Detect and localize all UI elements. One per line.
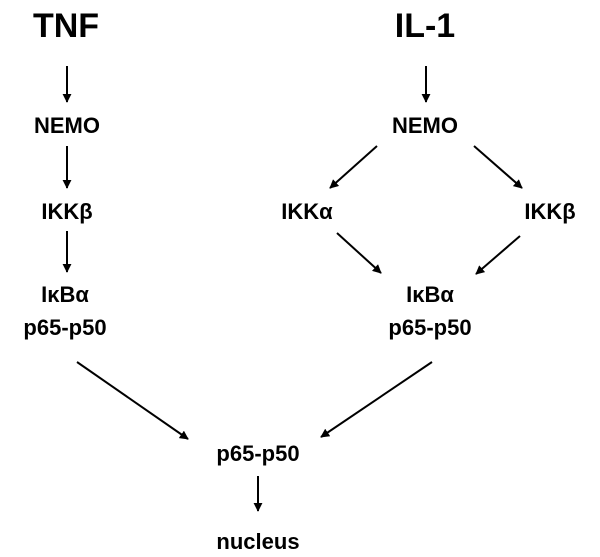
il1-label: IL-1 — [395, 7, 455, 45]
nemo-right-label: NEMO — [392, 113, 458, 138]
p65p50-center-label: p65-p50 — [216, 441, 299, 466]
arrow-right-complex-to-center — [320, 361, 433, 438]
arrow-left-complex-to-center — [76, 361, 189, 440]
tnf-label: TNF — [33, 7, 99, 45]
nucleus-label: nucleus — [216, 529, 299, 554]
arrow-ikkb-to-ikba-right — [475, 235, 521, 275]
nemo-left-label: NEMO — [34, 113, 100, 138]
arrow-ikka-to-ikba-right — [336, 232, 382, 274]
p65p50-left-label: p65-p50 — [23, 315, 106, 340]
ikba-right-label: IκBα — [406, 282, 454, 307]
ikba-left-label: IκBα — [41, 282, 89, 307]
p65p50-right-label: p65-p50 — [388, 315, 471, 340]
ikkb-left-label: IKKβ — [41, 199, 92, 224]
ikkb-right-label: IKKβ — [524, 199, 575, 224]
arrow-nemo-to-ikka — [329, 145, 378, 189]
ikka-right-label: IKKα — [281, 199, 333, 224]
arrow-nemo-to-ikkb-right — [473, 145, 523, 189]
